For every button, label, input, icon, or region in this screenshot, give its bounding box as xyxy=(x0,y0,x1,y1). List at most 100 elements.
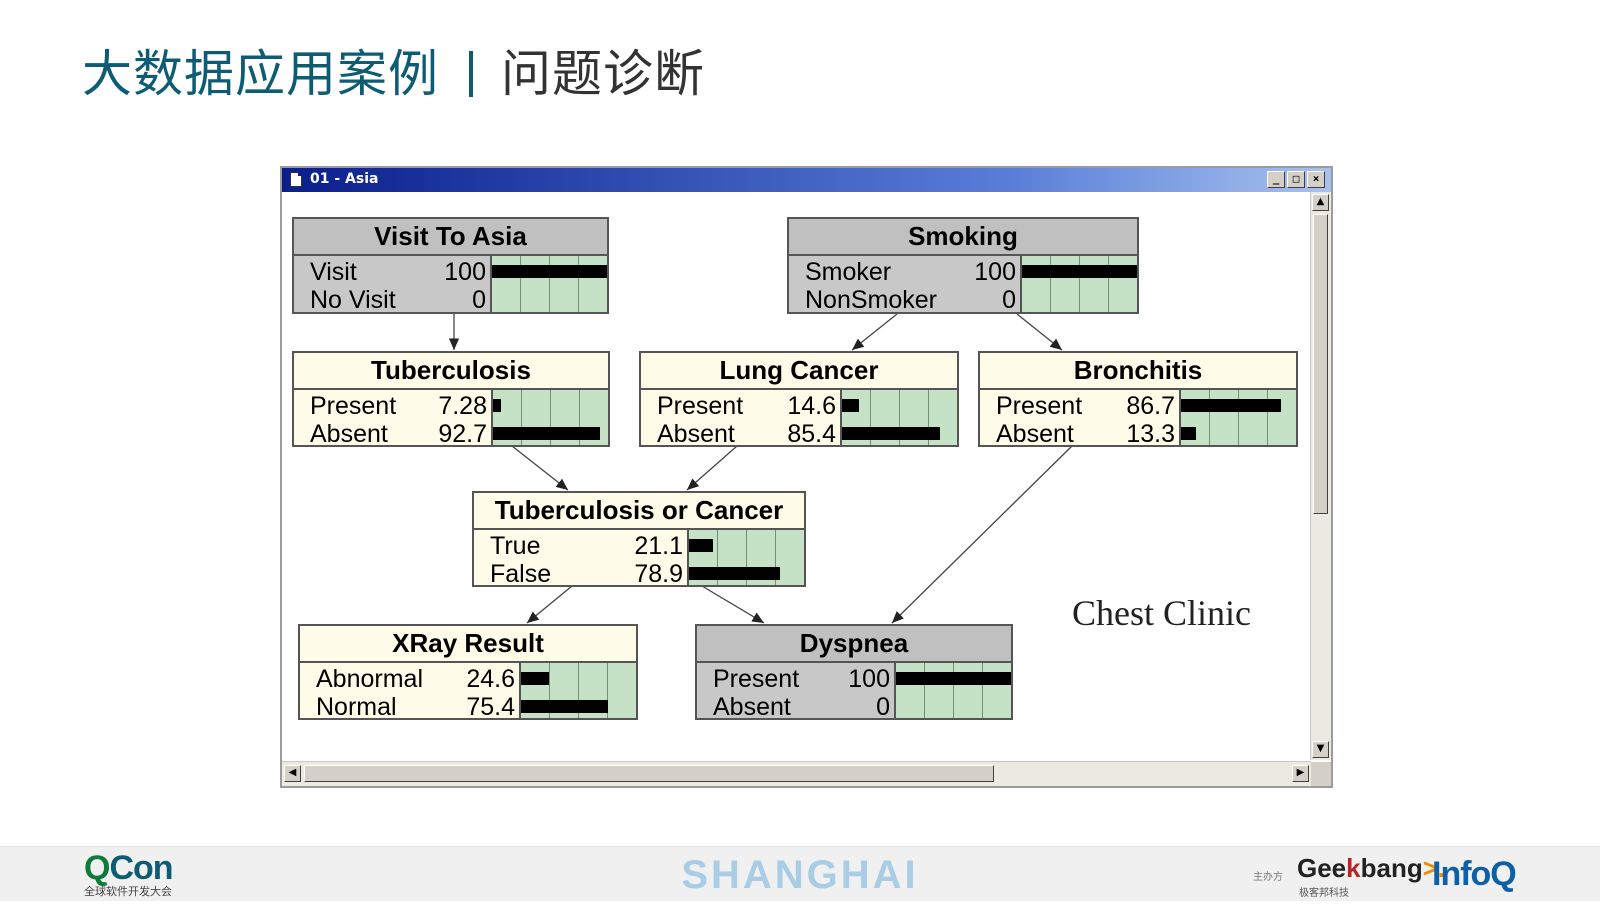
probability-bar xyxy=(896,672,1011,685)
geekbang-subtitle: 极客邦科技 xyxy=(1299,888,1349,899)
probability-bar xyxy=(1181,427,1197,440)
edge-tb-tborcancer xyxy=(511,445,569,491)
slide-title-main: 大数据应用案例 xyxy=(82,45,439,103)
probability-bar xyxy=(492,265,607,278)
horizontal-scrollbar[interactable]: ◀ ▶ xyxy=(282,761,1311,786)
state-value: 0 xyxy=(876,693,890,721)
state-label: Smoker xyxy=(805,258,892,286)
state-value: 78.9 xyxy=(634,560,683,588)
edge-smoking-bronchitis xyxy=(1016,313,1063,351)
resize-grip-icon[interactable] xyxy=(1311,762,1331,786)
state-value: 85.4 xyxy=(787,420,836,448)
edge-smoking-lungcancer xyxy=(851,313,898,351)
probability-bar xyxy=(493,399,502,412)
state-label: Present xyxy=(310,392,397,420)
sponsor-label: 主办方 xyxy=(1253,872,1283,883)
edge-lungcancer-tborcancer xyxy=(686,445,738,491)
window-controls: _ □ × xyxy=(1267,171,1325,188)
node-title: Smoking xyxy=(789,219,1137,256)
document-icon xyxy=(290,172,302,187)
geekbang-logo: Geekbang>. 极客邦科技 xyxy=(1297,855,1445,907)
state-label: Normal xyxy=(316,693,397,721)
probability-bars xyxy=(840,390,957,445)
scroll-left-icon[interactable]: ◀ xyxy=(284,765,301,782)
state-value: 100 xyxy=(444,258,486,286)
probability-bars xyxy=(519,663,636,718)
probability-bar xyxy=(1181,399,1281,412)
node-visit-to-asia[interactable]: Visit To Asia Visit 100 No Visit 0 xyxy=(292,217,609,314)
network-window: 01 - Asia _ □ × Visit To Asia Visit xyxy=(280,166,1333,788)
state-value: 92.7 xyxy=(438,420,487,448)
probability-bar xyxy=(842,427,941,440)
maximize-button[interactable]: □ xyxy=(1287,171,1305,188)
state-label: NonSmoker xyxy=(805,286,937,314)
slide-title: 大数据应用案例 问题诊断 xyxy=(82,34,705,106)
state-value: 13.3 xyxy=(1126,420,1175,448)
state-value: 0 xyxy=(472,286,486,314)
state-label: Present xyxy=(713,665,800,693)
geekbang-arrow: >. xyxy=(1422,853,1446,883)
node-lung-cancer[interactable]: Lung Cancer Present 14.6 Absent 85.4 xyxy=(639,351,959,448)
horizontal-scroll-thumb[interactable] xyxy=(304,765,994,782)
slide-footer: QCon 全球软件开发大会 SHANGHAI 主办方 Geekbang>. 极客… xyxy=(0,846,1600,901)
state-value: 86.7 xyxy=(1126,392,1175,420)
close-button[interactable]: × xyxy=(1307,171,1325,188)
state-value: 100 xyxy=(848,665,890,693)
window-title: 01 - Asia xyxy=(310,171,379,187)
state-value: 7.28 xyxy=(438,392,487,420)
vertical-scrollbar[interactable]: ▲ ▼ xyxy=(1310,192,1331,760)
edge-tborcancer-xray xyxy=(526,585,573,624)
probability-bars xyxy=(490,256,607,312)
node-title: XRay Result xyxy=(300,626,636,663)
state-label: Visit xyxy=(310,258,357,286)
qcon-logo-q: Q xyxy=(84,849,110,887)
node-dyspnea[interactable]: Dyspnea Present 100 Absent 0 xyxy=(695,624,1013,721)
scroll-right-icon[interactable]: ▶ xyxy=(1292,765,1309,782)
qcon-logo-con: Con xyxy=(109,849,173,887)
qcon-logo: QCon 全球软件开发大会 xyxy=(84,849,174,899)
network-edges xyxy=(448,313,1073,624)
state-value: 21.1 xyxy=(634,532,683,560)
state-value: 0 xyxy=(1002,286,1016,314)
node-bronchitis[interactable]: Bronchitis Present 86.7 Absent 13.3 xyxy=(978,351,1298,448)
window-titlebar[interactable]: 01 - Asia _ □ × xyxy=(282,168,1331,192)
node-title: Tuberculosis xyxy=(294,353,608,390)
state-label: Absent xyxy=(657,420,735,448)
edge-bronchitis-dyspnea xyxy=(891,445,1073,624)
probability-bars xyxy=(894,663,1011,718)
infoq-logo: InfoQ xyxy=(1432,855,1517,893)
state-value: 100 xyxy=(974,258,1016,286)
probability-bars xyxy=(687,530,804,585)
state-label: Absent xyxy=(996,420,1074,448)
scroll-up-icon[interactable]: ▲ xyxy=(1312,194,1329,211)
minimize-button[interactable]: _ xyxy=(1267,171,1285,188)
state-label: No Visit xyxy=(310,286,396,314)
state-value: 24.6 xyxy=(466,665,515,693)
probability-bars xyxy=(491,390,608,445)
slide-subtitle: 问题诊断 xyxy=(501,45,705,103)
state-label: True xyxy=(490,532,541,560)
node-xray-result[interactable]: XRay Result Abnormal 24.6 Normal 75.4 xyxy=(298,624,638,721)
scroll-down-icon[interactable]: ▼ xyxy=(1312,741,1329,758)
title-separator xyxy=(469,51,473,97)
node-title: Bronchitis xyxy=(980,353,1296,390)
city-label: SHANGHAI xyxy=(681,853,919,897)
geekbang-text-b: bang xyxy=(1360,853,1423,883)
state-value: 75.4 xyxy=(466,693,515,721)
network-caption: Chest Clinic xyxy=(1072,593,1251,633)
state-value: 14.6 xyxy=(787,392,836,420)
state-label: Absent xyxy=(713,693,791,721)
node-title: Lung Cancer xyxy=(641,353,957,390)
probability-bar xyxy=(521,672,550,685)
node-tuberculosis[interactable]: Tuberculosis Present 7.28 Absent 92.7 xyxy=(292,351,610,448)
geekbang-text-a: Gee xyxy=(1297,853,1347,883)
probability-bar xyxy=(493,427,600,440)
state-label: Absent xyxy=(310,420,388,448)
node-tuberculosis-or-cancer[interactable]: Tuberculosis or Cancer True 21.1 False 7… xyxy=(472,491,806,588)
probability-bar xyxy=(842,399,859,412)
node-smoking[interactable]: Smoking Smoker 100 NonSmoker 0 xyxy=(787,217,1139,314)
vertical-scroll-thumb[interactable] xyxy=(1313,214,1328,514)
node-title: Dyspnea xyxy=(697,626,1011,663)
geekbang-text-k: k xyxy=(1346,853,1361,883)
probability-bar xyxy=(521,700,608,713)
